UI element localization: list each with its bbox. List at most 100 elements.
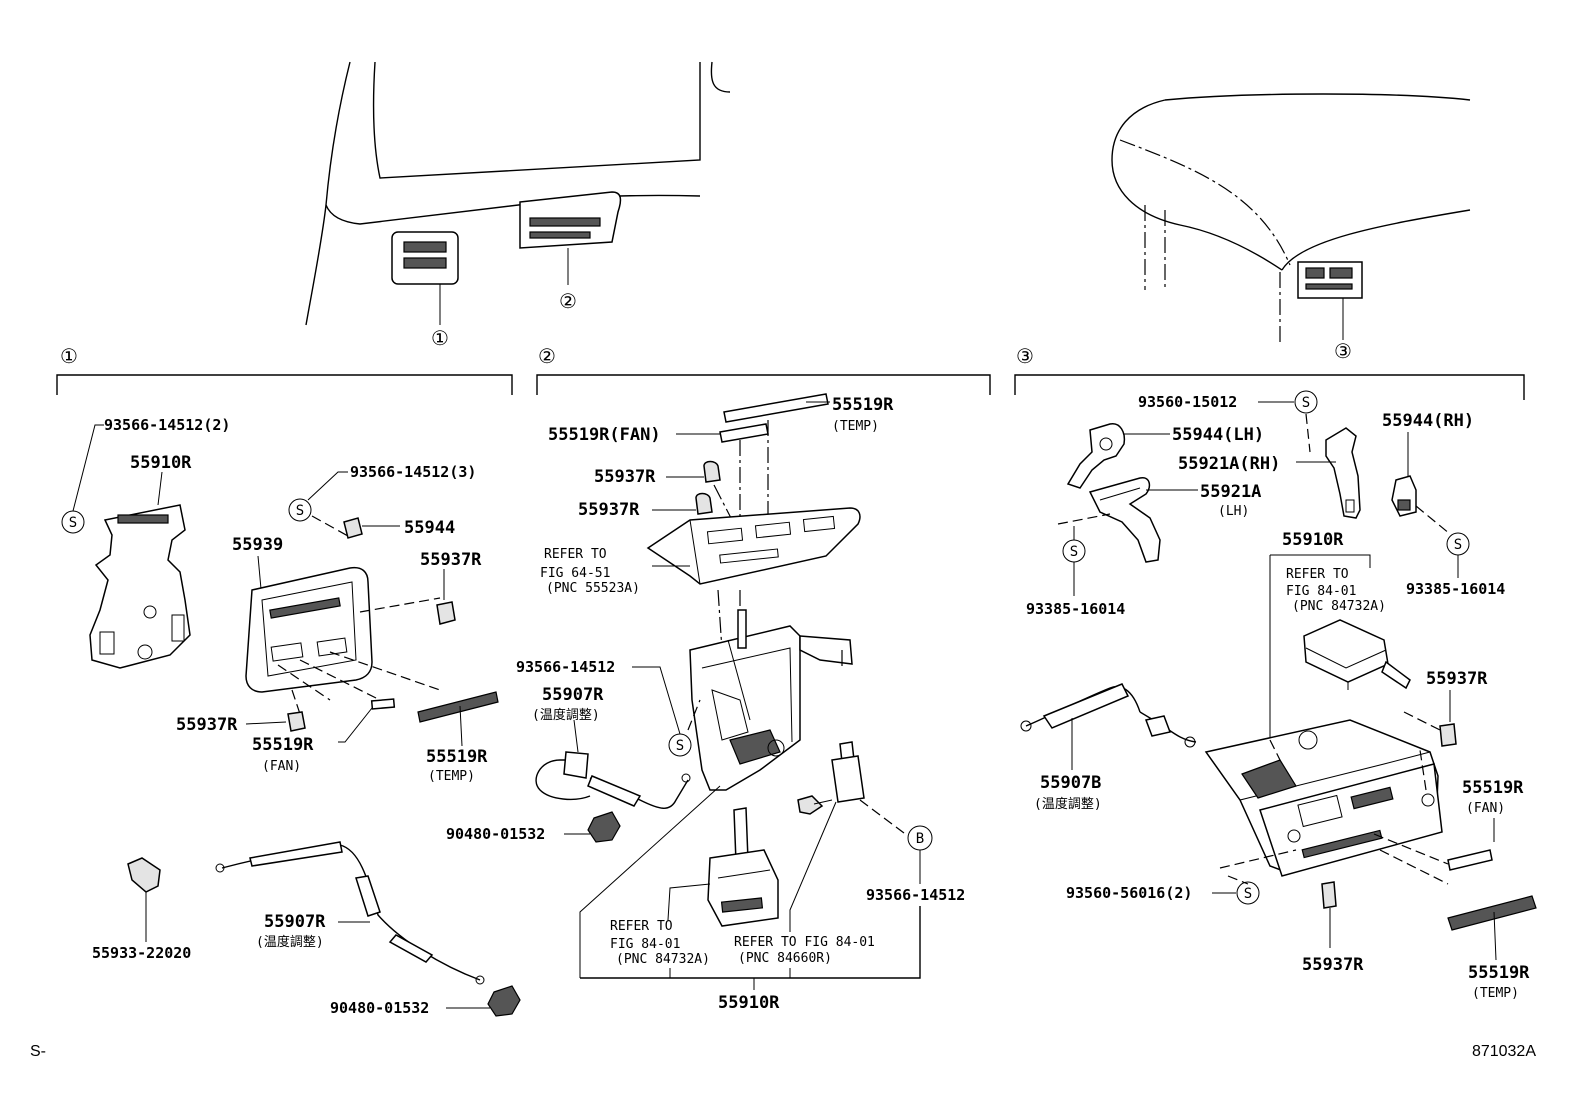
knob-55937R-s1-top (436, 601, 456, 625)
section-1-bracket (56, 374, 513, 395)
footer-figure-number: 871032A (1472, 1043, 1536, 1060)
knob-55937R-s2-b (695, 492, 713, 515)
label-55937R-s1-top: 55937R (420, 550, 482, 570)
section-2-car-marker: ② (559, 289, 577, 313)
label-93566-14512-2: 93566-14512(2) (104, 416, 230, 434)
label-55519R-temp-s3-sub: (TEMP) (1472, 986, 1519, 1001)
label-strip-fan-s1 (370, 698, 396, 710)
grommet-90480-01532-s2 (587, 811, 621, 843)
screw-symbol-s3a: S (1294, 390, 1318, 414)
label-strip-temp-s3 (1447, 895, 1537, 931)
label-55907R-s1: 55907R (264, 912, 326, 932)
label-strip-fan-s3 (1447, 849, 1493, 871)
label-93566-14512-s2: 93566-14512 (516, 658, 615, 676)
section-3-marker: ③ (1016, 344, 1034, 368)
label-55944-lh: 55944(LH) (1172, 425, 1264, 445)
resistor-fig-84-01-s3 (1303, 619, 1389, 683)
label-93560-15012: 93560-15012 (1138, 393, 1237, 411)
label-55519R-fan-s1-sub: (FAN) (262, 759, 301, 774)
label-55910R-s3: 55910R (1282, 530, 1344, 550)
knob-55937R-s1-bottom (287, 711, 306, 732)
vehicle-overview-right (1111, 93, 1471, 345)
grommet-90480-01532-s1 (487, 985, 521, 1017)
refer-fig-84-01-c-line2: FIG 84-01 (1286, 584, 1356, 599)
knob-55937R-s3-bottom (1321, 881, 1337, 909)
label-55944: 55944 (404, 518, 455, 538)
label-55939: 55939 (232, 535, 283, 555)
label-55907R-s2: 55907R (542, 685, 604, 705)
label-55937R-s1-bottom: 55937R (176, 715, 238, 735)
rear-seat-switch-panel-3 (1297, 261, 1363, 299)
screw-symbol-s3b: S (1062, 539, 1086, 563)
label-55921A-rh: 55921A(RH) (1178, 454, 1280, 474)
label-93566-14512-s2-b: 93566-14512 (866, 886, 965, 904)
label-55921A-lh-sub: (LH) (1218, 504, 1249, 519)
label-55937R-s2-b: 55937R (578, 500, 640, 520)
resistor-fig-84-01-84732A (707, 849, 779, 927)
label-55937R-s2-a: 55937R (594, 467, 656, 487)
label-93385-16014-s3-left: 93385-16014 (1026, 600, 1125, 618)
label-55933-22020: 55933-22020 (92, 944, 191, 962)
vehicle-overview-left (305, 61, 731, 326)
bracket-55910R-s1 (89, 504, 191, 669)
svg-text:B: B (916, 831, 924, 847)
label-55907R-s2-sub: (温度調整) (532, 707, 600, 723)
section-3-car-marker: ③ (1334, 339, 1352, 363)
marker-b: B (907, 825, 933, 851)
screw-symbol-s1b: S (288, 498, 312, 522)
label-55519R-temp-s1-sub: (TEMP) (428, 769, 475, 784)
footer-left-code: S- (30, 1043, 46, 1060)
section-3-bracket (1014, 374, 1525, 400)
label-55910R-s1: 55910R (130, 453, 192, 473)
refer-fig-84-01-c-line1: REFER TO (1286, 567, 1349, 582)
label-strip-fan-s2 (719, 423, 769, 443)
label-55519R-temp-s3: 55519R (1468, 963, 1530, 983)
screw-symbol-s3c: S (1446, 532, 1470, 556)
refer-fig-84-01-b-line2: (PNC 84660R) (738, 951, 832, 966)
svg-text:S: S (1454, 537, 1462, 553)
label-55519R-temp-s1: 55519R (426, 747, 488, 767)
label-strip-temp-s2 (723, 393, 829, 423)
refer-fig-84-01-a-line3: (PNC 84732A) (616, 952, 710, 967)
svg-text:S: S (69, 515, 77, 531)
refer-fig-64-51-line1: REFER TO (544, 547, 607, 562)
screw-symbol-s1a: S (61, 510, 85, 534)
label-93560-56016-2: 93560-56016(2) (1066, 884, 1192, 902)
label-55944-rh: 55944(RH) (1382, 411, 1474, 431)
switch-fig-84-01-84660R (831, 755, 865, 803)
clip-55944 (343, 517, 363, 539)
control-panel-fig-64-51 (646, 507, 861, 585)
refer-fig-84-01-b-line1: REFER TO FIG 84-01 (734, 935, 875, 950)
label-55519R-fan-s3: 55519R (1462, 778, 1524, 798)
refer-fig-84-01-a-line2: FIG 84-01 (610, 937, 680, 952)
label-93566-14512-3: 93566-14512(3) (350, 463, 476, 481)
label-55907B-sub: (温度調整) (1034, 796, 1102, 812)
label-55907B: 55907B (1040, 773, 1101, 793)
bracket-55944-lh (1066, 423, 1126, 489)
label-55937R-s3-top: 55937R (1426, 669, 1488, 689)
refer-fig-64-51-line3: (PNC 55523A) (546, 581, 640, 596)
refer-fig-84-01-c-line3: (PNC 84732A) (1292, 599, 1386, 614)
label-strip-temp-s1 (417, 691, 499, 723)
control-unit-55910R-s2 (689, 625, 801, 791)
label-55910R-s2: 55910R (718, 993, 780, 1013)
section-2-bracket (536, 374, 991, 395)
svg-text:S: S (1244, 886, 1252, 902)
bracket-55921A-lh (1088, 477, 1161, 563)
label-55937R-s3-bottom: 55937R (1302, 955, 1364, 975)
screw-fastener-s2 (797, 795, 824, 815)
screw-symbol-s2: S (668, 733, 692, 757)
svg-text:S: S (676, 738, 684, 754)
screw-symbol-s3d: S (1236, 881, 1260, 905)
label-90480-01532-s1: 90480-01532 (330, 999, 429, 1017)
label-55519R-fan-s2: 55519R(FAN) (548, 425, 661, 445)
label-55519R-fan-s1: 55519R (252, 735, 314, 755)
switch-bezel-55939 (245, 566, 373, 693)
label-55519R-fan-s3-sub: (FAN) (1466, 801, 1505, 816)
refer-fig-64-51-line2: FIG 64-51 (540, 566, 610, 581)
bracket-55921A-rh (1325, 427, 1361, 519)
section-1-car-marker: ① (431, 326, 449, 350)
label-55519R-temp-s2: 55519R (832, 395, 894, 415)
svg-text:S: S (296, 503, 304, 519)
knob-55937R-s3-top (1439, 723, 1457, 747)
